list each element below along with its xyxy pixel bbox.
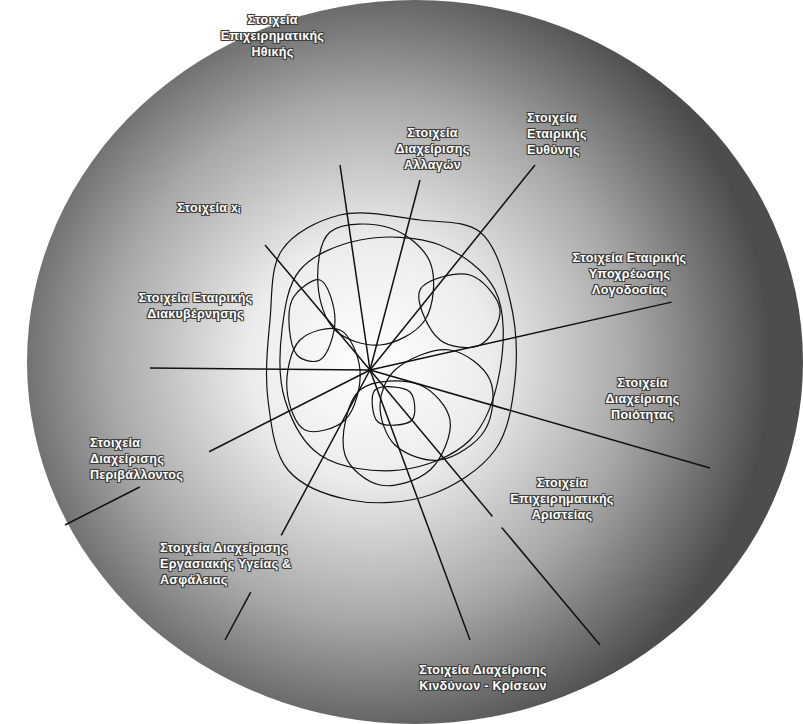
tangled-loop — [419, 274, 500, 348]
element-label: Στοιχεία Διαχείρισης Εργασιακής Υγείας &… — [160, 540, 320, 588]
radial-spoke — [370, 370, 710, 468]
tangled-loop — [267, 213, 517, 503]
background-disc — [27, 0, 803, 724]
element-label: Στοιχεία Διαχείρισης Περιβάλλοντος — [90, 435, 205, 483]
radial-spoke — [209, 370, 370, 452]
element-label: Στοιχεία xᵢ — [177, 200, 287, 216]
tangled-loop — [380, 350, 493, 461]
spoke-group — [65, 165, 710, 645]
element-label: Στοιχεία Διαχείρισης Αλλαγών — [385, 125, 480, 173]
radial-spoke — [281, 370, 370, 535]
radial-spoke — [370, 370, 470, 640]
tangled-loop — [343, 381, 450, 486]
element-label: Στοιχεία Διαχείρισης Κινδύνων - Κρίσεων — [393, 662, 573, 694]
tangled-loop — [280, 237, 503, 471]
radial-spoke — [150, 368, 370, 370]
element-label: Στοιχεία Εταιρικής Ευθύνης — [527, 110, 607, 158]
radial-spoke — [65, 487, 140, 525]
radial-spoke — [225, 592, 251, 640]
element-label: Στοιχεία Επιχειρηματικής Αριστείας — [497, 475, 627, 523]
element-label: Στοιχεία Επιχειρηματικής Ηθικής — [210, 12, 335, 60]
radial-spoke — [370, 165, 535, 370]
radial-spoke — [502, 527, 600, 645]
radial-spoke — [370, 302, 672, 370]
element-label: Στοιχεία Εταιρικής Διακυβέρνησης — [138, 290, 253, 322]
loop-group — [267, 213, 517, 503]
element-label: Στοιχεία Εταιρικής Υποχρέωσης Λογοδοσίας — [552, 250, 707, 298]
tangled-loop — [289, 280, 335, 362]
tangled-loop — [287, 328, 360, 431]
element-label: Στοιχεία Διαχείρισης Ποιότητας — [595, 375, 690, 423]
radial-spoke — [265, 245, 370, 370]
tangled-loop — [372, 387, 415, 426]
